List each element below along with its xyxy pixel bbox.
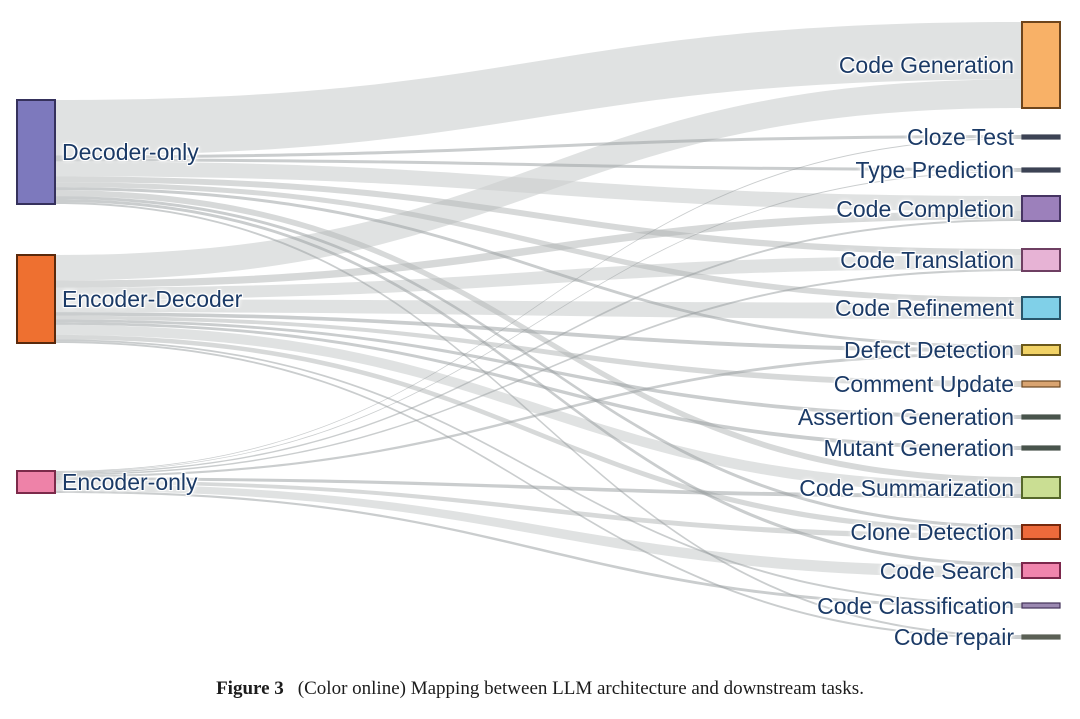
- node-label-code-classification: Code Classification: [817, 592, 1014, 619]
- node-label-code-search: Code Search: [879, 557, 1014, 584]
- sankey-flow-encoder-decoder-to-code-classification: [55, 339, 1022, 605]
- sankey-flow-decoder-only-to-code-generation: [55, 22, 1022, 156]
- node-code-translation: [1021, 248, 1061, 272]
- node-code-summarization: [1021, 476, 1061, 499]
- node-mutant-generation: [1021, 445, 1061, 451]
- sankey-flow-decoder-only-to-code-search: [55, 199, 1022, 567]
- node-label-type-prediction: Type Prediction: [855, 157, 1014, 183]
- node-encoder-only: [16, 470, 56, 494]
- node-label-encoder-decoder: Encoder-Decoder: [62, 286, 243, 312]
- sankey-flow-encoder-decoder-to-defect-detection: [55, 312, 1022, 352]
- node-label-code-completion: Code Completion: [836, 195, 1014, 222]
- node-code-generation: [1021, 21, 1061, 109]
- sankey-flow-encoder-decoder-to-code-summarization: [55, 324, 1022, 494]
- sankey-flow-encoder-decoder-to-code-refinement: [55, 299, 1022, 319]
- sankey-flow-decoder-only-to-type-prediction: [55, 158, 1022, 171]
- sankey-flow-encoder-only-to-defect-detection: [55, 352, 1022, 478]
- node-assertion-generation: [1021, 414, 1061, 420]
- node-code-classification: [1021, 602, 1061, 609]
- node-code-refinement: [1021, 296, 1061, 320]
- sankey-flow-decoder-only-to-code-repair: [55, 202, 1022, 637]
- sankey-flow-encoder-only-to-code-completion: [55, 219, 1022, 474]
- sankey-flow-encoder-only-to-cloze-test: [55, 138, 1022, 472]
- sankey-flow-decoder-only-to-code-summarization: [55, 190, 1022, 483]
- node-code-completion: [1021, 195, 1061, 222]
- node-label-cloze-test: Cloze Test: [907, 124, 1014, 150]
- figure-caption: Figure 3 (Color online) Mapping between L…: [0, 678, 1080, 700]
- figure-caption-text: (Color online) Mapping between LLM archi…: [297, 678, 864, 699]
- sankey-flow-encoder-only-to-code-search: [55, 483, 1022, 578]
- sankey-flow-encoder-decoder-to-assertion-generation: [55, 319, 1022, 419]
- sankey-flow-encoder-decoder-to-mutant-generation: [55, 322, 1022, 450]
- sankey-diagram: [16, 21, 1061, 640]
- sankey-flow-encoder-only-to-type-prediction: [55, 171, 1022, 473]
- sankey-flow-encoder-only-to-code-translation: [55, 268, 1022, 476]
- node-label-code-translation: Code Translation: [840, 247, 1014, 273]
- node-label-assertion-generation: Assertion Generation: [797, 404, 1014, 430]
- node-label-comment-update: Comment Update: [833, 371, 1014, 397]
- sankey-flow-decoder-only-to-code-refinement: [55, 182, 1022, 303]
- node-label-code-generation: Code Generation: [838, 52, 1014, 78]
- node-defect-detection: [1021, 344, 1061, 356]
- sankey-flow-encoder-decoder-to-clone-detection: [55, 334, 1022, 534]
- sankey-flow-encoder-only-to-clone-detection: [55, 480, 1022, 539]
- node-label-code-refinement: Code Refinement: [835, 295, 1014, 321]
- node-code-search: [1021, 562, 1061, 579]
- node-decoder-only: [16, 99, 56, 205]
- node-encoder-decoder: [16, 254, 56, 344]
- sankey-flow-encoder-decoder-to-code-completion: [55, 211, 1022, 288]
- sankey-flow-encoder-decoder-to-comment-update: [55, 315, 1022, 387]
- sankey-flow-encoder-decoder-to-code-translation: [55, 255, 1022, 300]
- sankey-flow-decoder-only-to-code-translation: [55, 176, 1022, 256]
- node-cloze-test: [1021, 134, 1061, 140]
- figure-caption-label: Figure 3: [216, 678, 284, 699]
- node-label-code-repair: Code repair: [893, 624, 1014, 650]
- node-code-repair: [1021, 634, 1061, 640]
- node-label-clone-detection: Clone Detection: [850, 519, 1014, 545]
- sankey-flow-encoder-decoder-to-code-repair: [55, 341, 1022, 639]
- sankey-flow-decoder-only-to-defect-detection: [55, 187, 1022, 348]
- node-label-encoder-only: Encoder-only: [62, 469, 198, 495]
- node-label-defect-detection: Defect Detection: [843, 337, 1014, 363]
- sankey-flow-encoder-only-to-code-classification: [55, 490, 1022, 608]
- sankey-flow-decoder-only-to-cloze-test: [55, 135, 1022, 159]
- node-label-code-summarization: Code Summarization: [799, 474, 1014, 501]
- node-clone-detection: [1021, 524, 1061, 540]
- node-type-prediction: [1021, 167, 1061, 173]
- node-label-decoder-only: Decoder-only: [62, 139, 199, 165]
- node-label-mutant-generation: Mutant Generation: [823, 435, 1014, 461]
- sankey-flow-decoder-only-to-clone-detection: [55, 196, 1022, 529]
- node-comment-update: [1021, 380, 1061, 388]
- sankey-flow-decoder-only-to-code-completion: [55, 161, 1022, 211]
